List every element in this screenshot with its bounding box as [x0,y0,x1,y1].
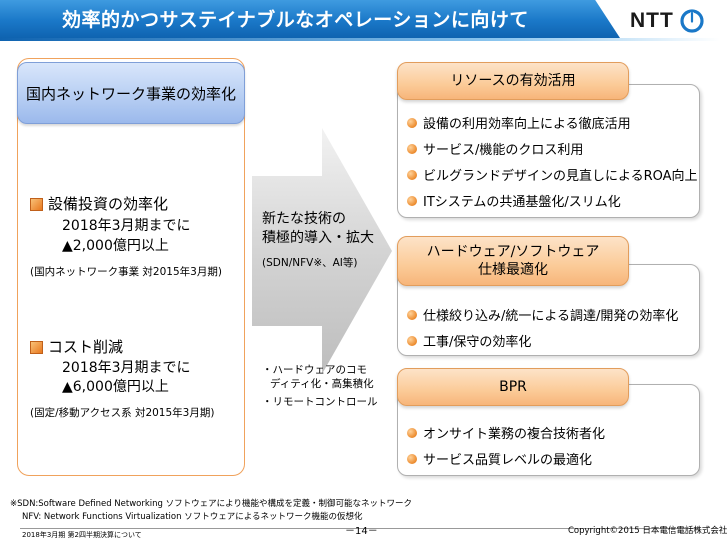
capex-title: 設備投資の効率化 [48,195,169,213]
right-arrow-icon [252,128,392,374]
footnote-sdn: ※SDN:Software Defined Networking ソフトウェアに… [10,499,412,509]
ntt-logo-mark-icon [680,9,704,33]
title-bar [0,0,620,38]
cost-title: コスト削減 [48,338,124,356]
arrow-note-3: ・リモートコントロール [262,396,378,408]
orange-bullet-icon [407,144,417,154]
resource-header-label: リソースの有効活用 [450,73,576,89]
page-number: －14－ [345,526,378,537]
spec-item-2: 工事/保守の効率化 [423,335,532,350]
orange-bullet-icon [407,196,417,206]
resource-item-3: ビルグランドデザインの見直しによるROA向上 [423,169,698,184]
page-title: 効率的かつサステイナブルなオペレーションに向けて [62,9,529,31]
square-bullet-icon [30,198,43,211]
arrow-note-1: ・ハードウェアのコモ [262,364,367,376]
cost-note: (固定/移動アクセス系 対2015年3月期) [30,407,215,419]
footer-document-title: 2018年3月期 第2四半期決算について [22,531,142,539]
orange-bullet-icon [407,428,417,438]
arrow-label-line2: 積極的導入・拡大 [262,230,374,246]
spec-header: ハードウェア/ソフトウェア 仕様最適化 [397,236,629,286]
resource-header: リソースの有効活用 [397,62,629,100]
spec-header-line2: 仕様最適化 [478,262,548,278]
bpr-item-1: オンサイト業務の複合技術者化 [423,427,606,442]
ntt-logo: NTT [630,8,704,34]
cost-amount: ▲6,000億円以上 [62,379,169,395]
footer-divider [20,528,700,529]
arrow-label-line1: 新たな技術の [262,211,346,227]
capex-note: (国内ネットワーク事業 対2015年3月期) [30,266,222,278]
resource-panel [397,84,700,218]
orange-bullet-icon [407,118,417,128]
orange-bullet-icon [407,310,417,320]
footnote-nfv: NFV: Network Functions Virtualization ソフ… [22,512,363,522]
spec-header-line1: ハードウェア/ソフトウェア [426,244,600,260]
square-bullet-icon [30,341,43,354]
footer-copyright: Copyright©2015 日本電信電話株式会社 [568,526,727,536]
spec-item-1: 仕様絞り込み/統一による調達/開発の効率化 [423,309,679,324]
capex-deadline: 2018年3月期までに [62,218,191,234]
title-underline [0,38,720,41]
bpr-item-2: サービス品質レベルの最適化 [423,453,593,468]
logo-text: NTT [630,9,674,32]
resource-item-4: ITシステムの共通基盤化/スリム化 [423,195,621,210]
capex-amount: ▲2,000億円以上 [62,238,169,254]
resource-item-1: 設備の利用効率向上による徹底活用 [423,117,631,132]
left-panel-header-label: 国内ネットワーク事業の効率化 [25,84,236,103]
orange-bullet-icon [407,454,417,464]
arrow-note-2: ディティ化・高集積化 [270,378,374,390]
left-panel-header: 国内ネットワーク事業の効率化 [17,62,245,124]
bpr-header: BPR [397,368,629,406]
resource-item-2: サービス/機能のクロス利用 [423,143,584,158]
left-panel [17,58,245,476]
orange-bullet-icon [407,170,417,180]
arrow-sublabel: (SDN/NFV※、AI等) [262,257,358,269]
bpr-header-label: BPR [499,379,527,395]
orange-bullet-icon [407,336,417,346]
cost-deadline: 2018年3月期までに [62,360,191,376]
